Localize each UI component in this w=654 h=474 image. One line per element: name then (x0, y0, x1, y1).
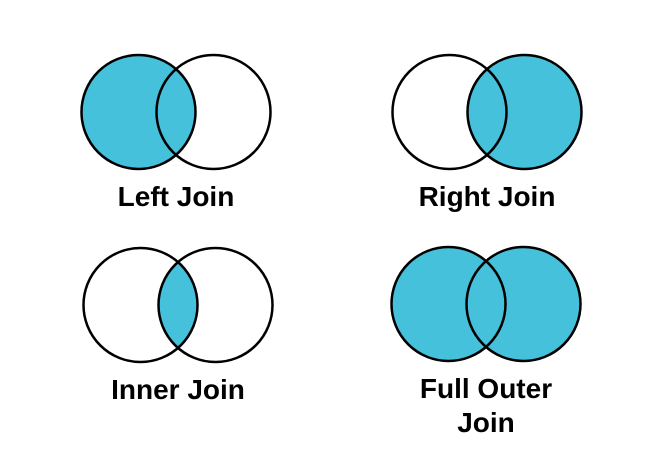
diagram-label: Left Join (117, 181, 235, 212)
right-circle-fill (467, 55, 582, 169)
right-circle-outline (155, 53, 272, 171)
right-circle-outline (465, 245, 582, 363)
venn-inner-join-icon (82, 246, 274, 364)
left-circle-outline (82, 246, 199, 364)
venn-right-join-icon (391, 53, 583, 171)
left-circle-fill (81, 55, 196, 169)
right-circle-outline (466, 53, 583, 171)
diagram-full-outer-join: Full Outer Join (366, 244, 606, 439)
left-circle-outline (390, 245, 507, 363)
venn-left-join-icon (80, 53, 272, 171)
diagram-label: Right Join (418, 181, 556, 212)
left-circle-outline (80, 53, 197, 171)
diagram-label: Full Outer Join (419, 373, 553, 438)
diagram-right-join: Right Join (367, 52, 607, 214)
left-circle-outline (391, 53, 508, 171)
diagram-inner-join: Inner Join (58, 245, 298, 407)
venn-full-outer-join-icon (390, 245, 582, 363)
right-circle-outline (157, 246, 274, 364)
diagram-left-join: Left Join (56, 52, 296, 214)
intersection-fill (158, 248, 198, 362)
diagram-label: Inner Join (111, 374, 245, 405)
right-circle-fill (466, 247, 581, 361)
